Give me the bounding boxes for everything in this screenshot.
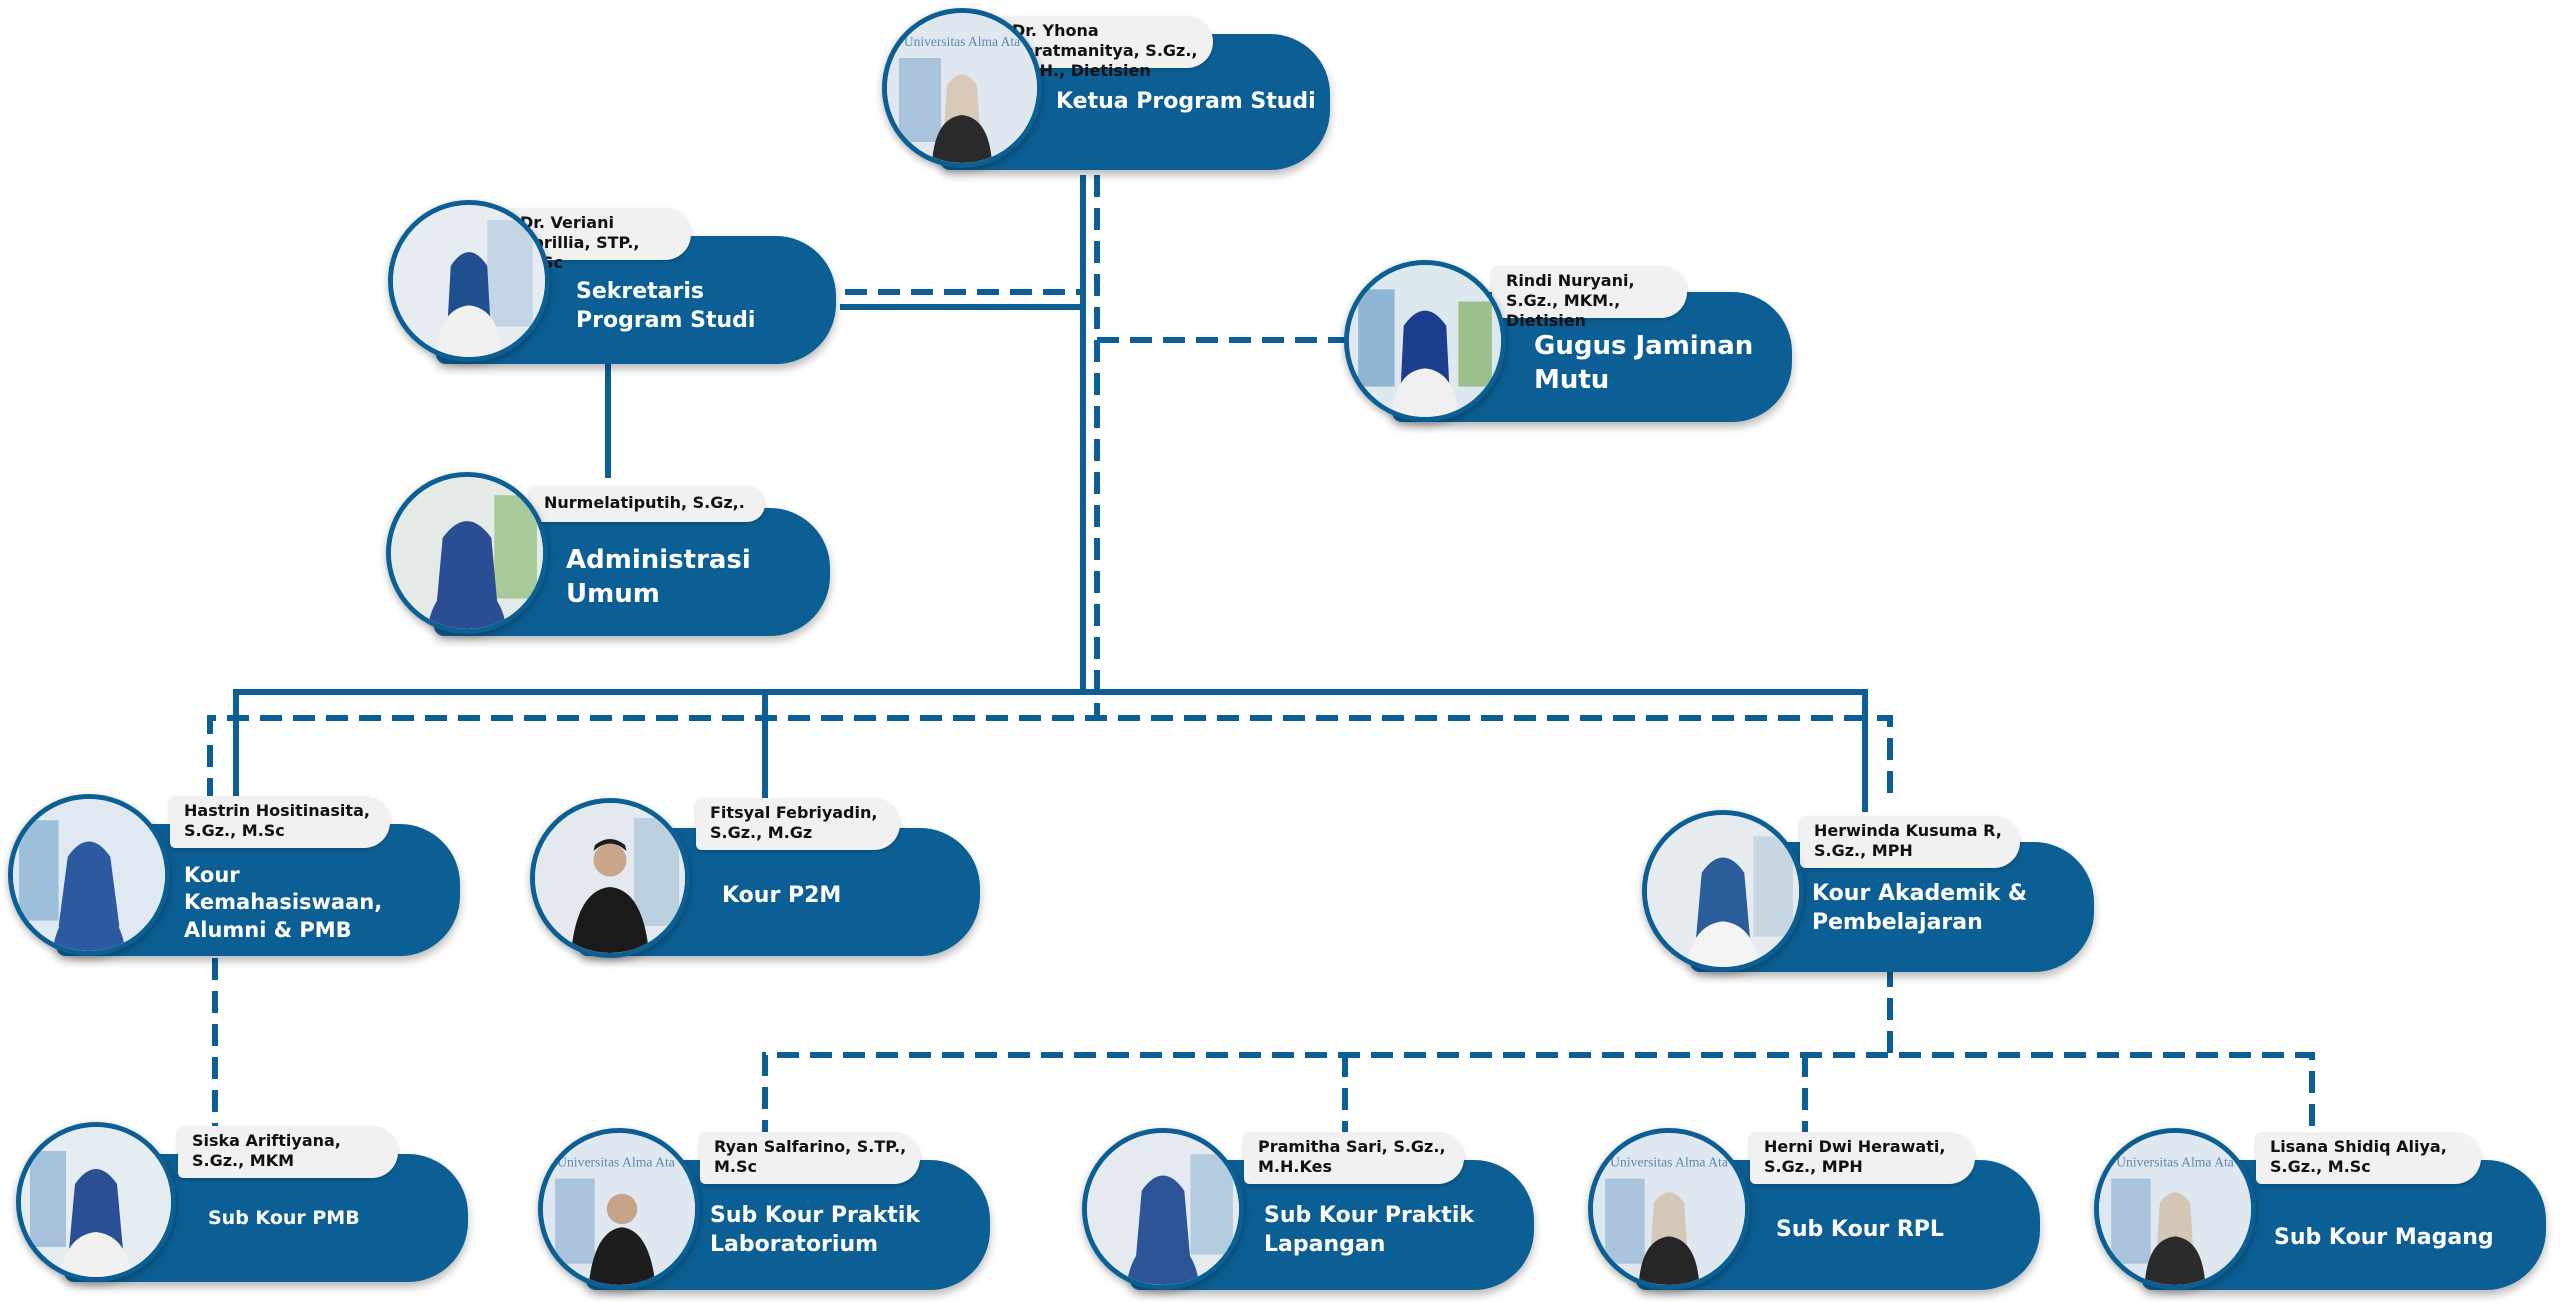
node-kour-akademik[interactable]: Herwinda Kusuma R, S.Gz., MPH Kour Akade…: [1640, 810, 2100, 980]
avatar: [530, 798, 690, 958]
node-administrasi-umum[interactable]: Nurmelatiputih, S.Gz,. Administrasi Umum: [384, 470, 836, 645]
photo-sign-text: Universitas Alma Ata: [904, 34, 1020, 49]
node-sub-kour-praktik-laboratorium[interactable]: Ryan Salfarino, S.TP., M.Sc Sub Kour Pra…: [536, 1128, 996, 1298]
node-sub-kour-rpl[interactable]: Herni Dwi Herawati, S.Gz., MPH Sub Kour …: [1586, 1128, 2046, 1298]
avatar: [1642, 810, 1804, 972]
role-title: Sub Kour RPL: [1776, 1217, 1944, 1242]
person-photo-icon: [21, 1127, 171, 1277]
person-photo-icon: [391, 477, 543, 629]
role-title: Ketua Program Studi: [1056, 89, 1316, 114]
photo-sign-text: Universitas Alma Ata: [557, 1154, 675, 1169]
avatar: Universitas Alma Ata: [1588, 1128, 1750, 1290]
person-name: Lisana Shidiq Aliya, S.Gz., M.Sc: [2256, 1132, 2481, 1184]
person-name: Herwinda Kusuma R, S.Gz., MPH: [1800, 816, 2020, 868]
role-title: Sub Kour Magang: [2274, 1225, 2494, 1250]
node-sub-kour-praktik-lapangan[interactable]: Pramitha Sari, S.Gz., M.H.Kes Sub Kour P…: [1080, 1128, 1540, 1298]
person-name: Rindi Nuryani, S.Gz., MKM., Dietisien: [1492, 266, 1687, 330]
person-photo-icon: [1349, 265, 1501, 417]
person-photo-icon: [393, 205, 545, 357]
node-sub-kour-pmb[interactable]: Siska Ariftiyana, S.Gz., MKM Sub Kour PM…: [14, 1118, 474, 1290]
role-title: Sub Kour Praktik Lapangan: [1264, 1203, 1474, 1257]
person-photo-icon: [13, 799, 165, 951]
photo-sign-text: Universitas Alma Ata: [1610, 1154, 1728, 1169]
avatar: [386, 472, 548, 634]
person-photo-icon: Universitas Alma Ata: [2099, 1133, 2251, 1285]
avatar: Universitas Alma Ata: [882, 8, 1042, 168]
person-name: Nurmelatiputih, S.Gz,.: [530, 486, 765, 522]
person-photo-icon: [535, 803, 685, 953]
photo-sign-text: Universitas Alma Ata: [2116, 1154, 2234, 1169]
node-kour-p2m[interactable]: Fitsyal Febriyadin, S.Gz., M.Gz Kour P2M: [528, 798, 988, 966]
node-kour-kemahasiswaan[interactable]: Hastrin Hositinasita, S.Gz., M.Sc Kour K…: [6, 794, 468, 964]
person-photo-icon: Universitas Alma Ata: [887, 13, 1037, 163]
avatar: [1082, 1128, 1244, 1290]
avatar: [1344, 260, 1506, 422]
person-photo-icon: Universitas Alma Ata: [1593, 1133, 1745, 1285]
person-name: Ryan Salfarino, S.TP., M.Sc: [700, 1132, 920, 1184]
person-name: Hastrin Hositinasita, S.Gz., M.Sc: [170, 796, 390, 848]
role-title: Sub Kour Praktik Laboratorium: [710, 1203, 920, 1257]
person-photo-icon: [1647, 815, 1799, 967]
avatar: [388, 200, 550, 362]
dashed-connector-bus: [207, 715, 1893, 800]
node-ketua-program-studi[interactable]: Dr. Yhona Paratmanitya, S.Gz., MPH., Die…: [880, 6, 1340, 174]
person-name: Dr. Yhona Paratmanitya, S.Gz., MPH., Die…: [998, 16, 1213, 80]
person-name: Pramitha Sari, S.Gz., M.H.Kes: [1244, 1132, 1464, 1184]
dashed-connector-sub-bus: [762, 1052, 2315, 1142]
person-name: Siska Ariftiyana, S.Gz., MKM: [178, 1126, 398, 1178]
avatar: Universitas Alma Ata: [538, 1128, 700, 1290]
role-title: Administrasi Umum: [566, 545, 751, 609]
node-sekretaris-program-studi[interactable]: Dr. Veriani Aprillia, STP., M.Sc Sekreta…: [386, 198, 846, 373]
person-photo-icon: Universitas Alma Ata: [543, 1133, 695, 1285]
role-title: Gugus Jaminan Mutu: [1534, 331, 1754, 395]
person-photo-icon: [1087, 1133, 1239, 1285]
role-title: Kour Akademik & Pembelajaran: [1812, 881, 2028, 935]
role-title: Sekretaris Program Studi: [576, 279, 756, 333]
avatar: Universitas Alma Ata: [2094, 1128, 2256, 1290]
avatar: [16, 1122, 176, 1282]
person-name: Herni Dwi Herawati, S.Gz., MPH: [1750, 1132, 1975, 1184]
node-gugus-jaminan-mutu[interactable]: Rindi Nuryani, S.Gz., MKM., Dietisien Gu…: [1342, 258, 1804, 433]
role-title: Sub Kour PMB: [208, 1207, 360, 1229]
node-sub-kour-magang[interactable]: Lisana Shidiq Aliya, S.Gz., M.Sc Sub Kou…: [2092, 1128, 2552, 1298]
role-title: Kour Kemahasiswaan, Alumni & PMB: [184, 863, 383, 942]
avatar: [8, 794, 170, 956]
role-title: Kour P2M: [722, 883, 842, 908]
person-name: Fitsyal Febriyadin, S.Gz., M.Gz: [696, 798, 900, 850]
